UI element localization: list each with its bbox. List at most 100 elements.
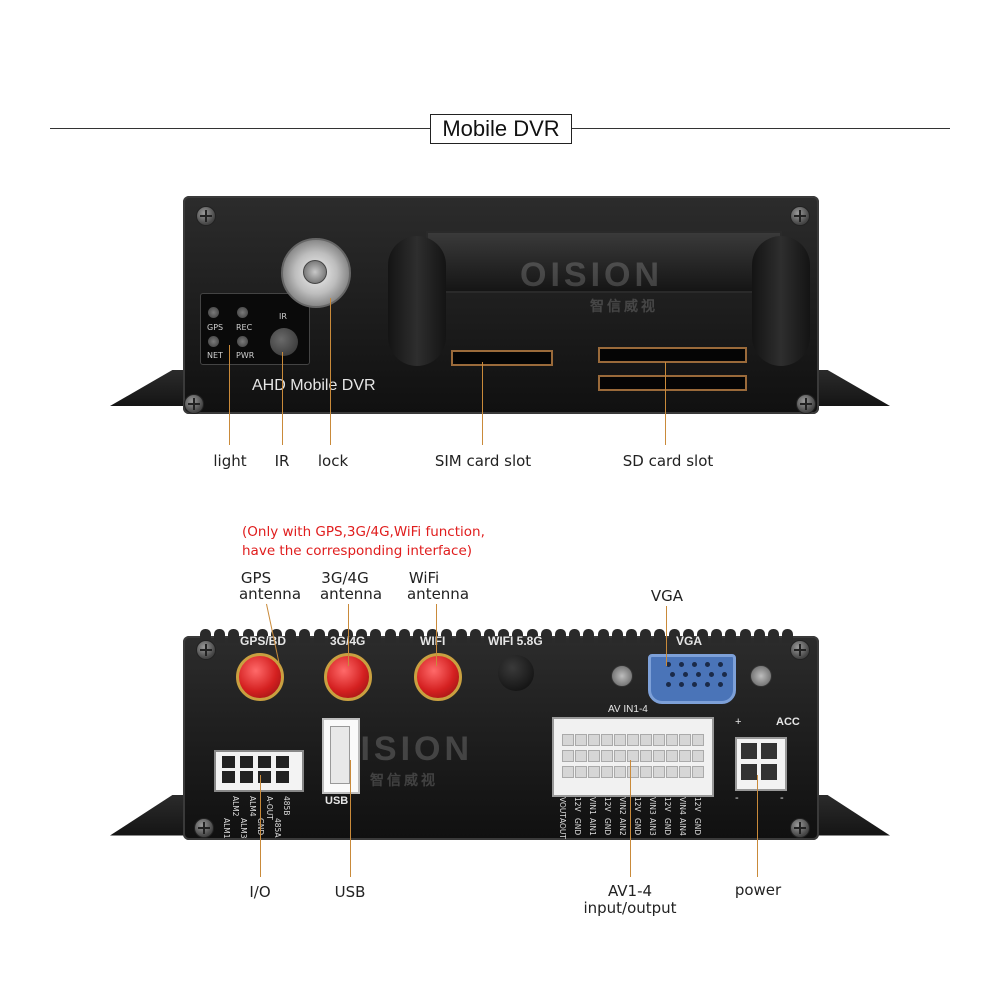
minus-label: - [735,792,739,804]
heat-sink-fin [299,629,310,643]
callout-line-vga [666,606,667,666]
wifi-antenna-connector[interactable] [414,653,462,701]
heat-sink-fin [654,629,665,643]
rear-watermark-sub: 智信威视 [370,772,438,788]
callout-line-power [757,775,758,877]
av-pin-label: 12V [603,797,612,812]
front-watermark: OISION [520,256,664,294]
callout-usb: USB [334,883,366,901]
screw-icon [196,640,216,660]
3g4g-port-label: 3G/4G [330,634,365,648]
av-pin [666,734,678,746]
heat-sink-fin [456,629,467,643]
io-pin-label: 485A [273,818,282,838]
heat-sink-fin [669,629,680,643]
heat-sink-fin [328,629,339,643]
callout-gps-line1: GPS [240,569,272,587]
callout-ir: IR [274,452,290,470]
av-pin [614,766,626,778]
io-pin-label: ALM4 [248,796,257,817]
screw-icon [194,818,214,838]
brand-text: AHD Mobile DVR [252,377,376,394]
screw-icon [790,640,810,660]
heat-sink-fin [271,629,282,643]
av-pin [588,734,600,746]
power-pin [761,764,777,780]
av-pin-label: GND [633,818,642,836]
usb-port-label: USB [325,795,349,807]
screw-icon [196,206,216,226]
io-pin [276,771,289,783]
heat-sink-fin [214,629,225,643]
callout-light: light [213,452,247,470]
heat-sink-fin [725,629,736,643]
wifi58-label: WIFI 5.8G [488,634,543,648]
right-handle[interactable] [752,236,810,366]
heat-sink-fin [569,629,580,643]
wifi58-antenna-knob[interactable] [498,655,534,691]
heat-sink-fin [683,629,694,643]
sd-card-slot-1[interactable] [598,347,747,363]
heat-sink-fin [541,629,552,643]
callout-line-sd [665,362,666,445]
heat-sink-fin [370,629,381,643]
av-pin-label: AIN4 [678,818,687,836]
sd-card-slot-2[interactable] [598,375,747,391]
callout-line-lock [330,298,331,445]
callout-3g4g-line2: antenna [319,585,383,603]
av-pin-label: VIN1 [588,797,597,815]
usb-icon [330,726,350,784]
gps-antenna-connector[interactable] [236,653,284,701]
callout-3g4g-line1: 3G/4G [321,569,369,587]
heat-sink-fin [626,629,637,643]
av-pin [627,750,639,762]
heat-sink-fin [441,629,452,643]
wifi-port-label: WIFI [420,634,446,648]
vga-pin [666,662,671,667]
io-pin-label: ALM3 [239,818,248,839]
plus-label: + [735,716,742,728]
av-pin [601,734,613,746]
av-pin [640,734,652,746]
heat-sink-fin [598,629,609,643]
heat-sink-fin [285,629,296,643]
acc-label: ACC [776,716,800,728]
io-pin-label: 485B [282,796,291,816]
sim-card-slot[interactable] [451,350,553,366]
availability-note-line1: (Only with GPS,3G/4G,WiFi function, [242,524,485,540]
heat-sink-fin [768,629,779,643]
vga-pin [718,682,723,687]
av-pin [575,734,587,746]
av-pin [692,750,704,762]
vga-pin [692,662,697,667]
ir-silk-label: IR [279,312,287,321]
av-pin [588,766,600,778]
av-pin-label: GND [603,818,612,836]
left-handle[interactable] [388,236,446,366]
av-pin-label: AIN1 [588,818,597,836]
io-pin [240,771,253,783]
io-pin [258,771,271,783]
gps-port-label: GPS/BD [240,634,287,648]
heat-sink-fin [200,629,211,643]
av-pin [679,734,691,746]
led-net [208,336,219,347]
heat-sink-fin [527,629,538,643]
av-pin-label: AIN2 [618,818,627,836]
av-pin [692,766,704,778]
screw-icon [184,394,204,414]
vga-pin [705,682,710,687]
io-pin-label: ALM1 [222,818,231,839]
av-pin [562,766,574,778]
io-pin [258,756,271,768]
av-pin-label: AIN3 [648,818,657,836]
ir-sensor [270,328,298,356]
io-pin-label: A-OUT [265,796,274,820]
av-pin-label: VIN3 [648,797,657,815]
callout-line-usb [350,760,351,877]
callout-line-light [229,345,230,445]
vga-pin [692,682,697,687]
heat-sink-fin [583,629,594,643]
heat-sink-fin [740,629,751,643]
callout-sd: SD card slot [622,452,714,470]
